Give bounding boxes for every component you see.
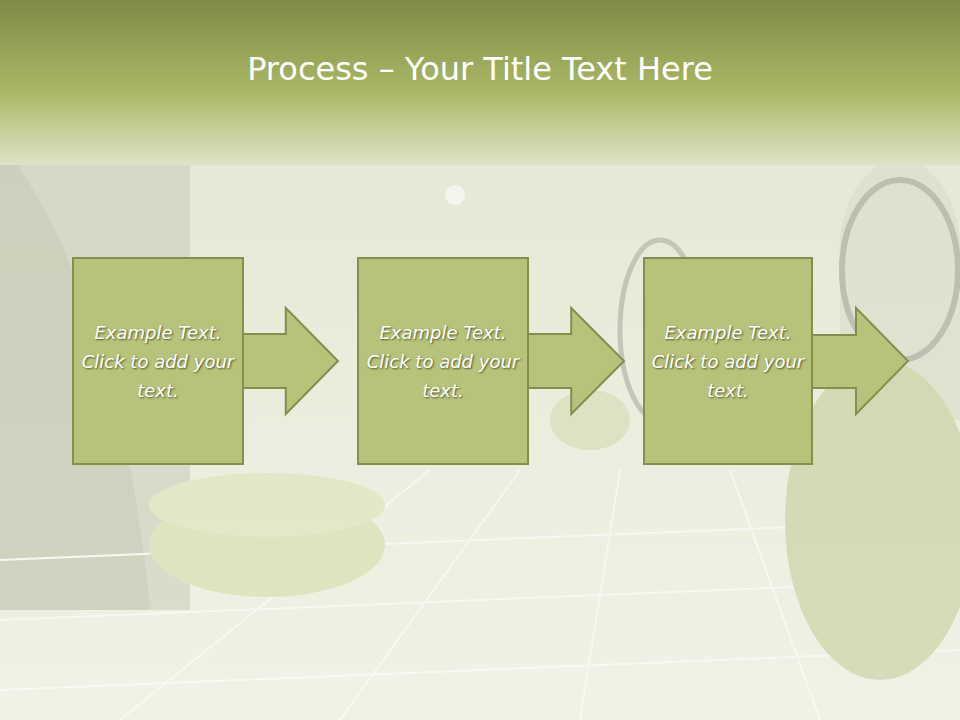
salon-illustration [0, 140, 960, 720]
process-box: Example Text. Click to add your text. [357, 257, 529, 465]
flow-arrow [528, 308, 624, 414]
step-text: Example Text. Click to add your text. [651, 318, 805, 405]
step-text: Example Text. Click to add your text. [80, 318, 236, 405]
trailing-arrow [812, 308, 908, 414]
step-text: Example Text. Click to add your text. [365, 318, 521, 405]
process-box: Example Text. Click to add your text. [72, 257, 244, 465]
slide-title: Process – Your Title Text Here [0, 50, 960, 88]
title-band [0, 0, 960, 165]
flow-arrow [243, 308, 338, 414]
process-box: Example Text. Click to add your text. [643, 257, 813, 465]
